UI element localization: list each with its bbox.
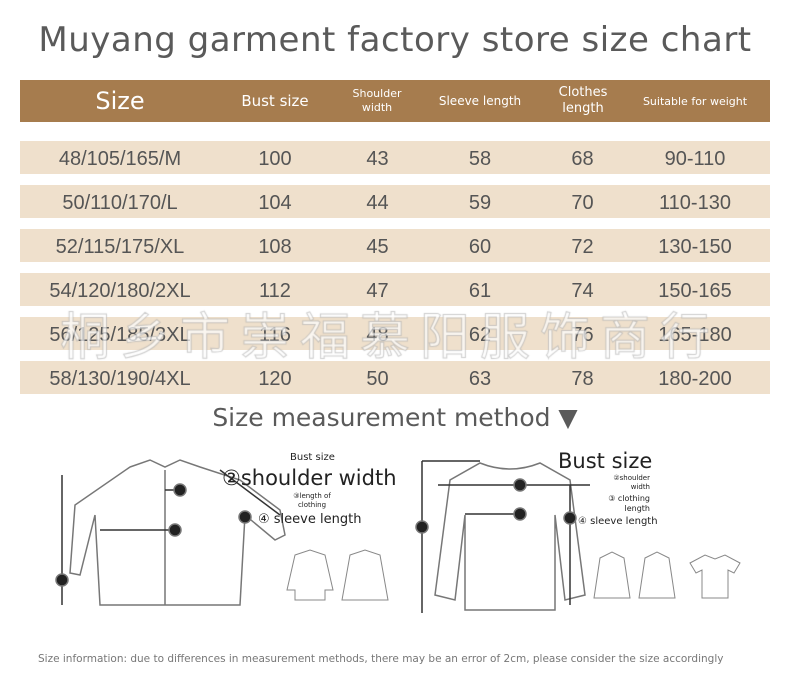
right-shoulder-label: ②shoulder width: [613, 474, 650, 491]
table-cell: 50/110/170/L: [62, 191, 178, 214]
header-sleeve: Sleeve length: [438, 94, 522, 108]
left-shoulder-label: ②shoulder width: [222, 466, 397, 490]
table-cell: 43: [366, 147, 389, 170]
shirt-diagram: [55, 459, 286, 606]
table-cell: 48/105/165/M: [58, 147, 182, 170]
sweater-diagram: [415, 460, 590, 613]
table-row: 58/130/190/4XL 120 50 63 78 180-200: [20, 361, 770, 394]
header-shoulder: Shoulder width: [352, 87, 402, 114]
left-bust-label: Bust size: [290, 452, 335, 463]
table-cell: 60: [468, 235, 492, 258]
table-cell: 100: [258, 147, 292, 170]
page-title: Muyang garment factory store size chart: [38, 20, 752, 60]
table-cell: 180-200: [658, 367, 732, 390]
table-cell: 45: [366, 235, 389, 258]
table-cell: 54/120/180/2XL: [49, 279, 191, 302]
table-cell: 78: [571, 367, 594, 390]
left-sleeve-label: ④ sleeve length: [258, 512, 362, 527]
measurement-title: Size measurement method ▼: [212, 403, 578, 432]
table-cell: 58: [468, 147, 492, 170]
table-row: 48/105/165/M 100 43 58 68 90-110: [20, 141, 770, 174]
table-cell: 150-165: [658, 279, 732, 302]
table-cell: 48: [366, 323, 389, 346]
table-header: Size Bust size Shoulder width Sleeve len…: [20, 80, 770, 122]
table-cell: 68: [571, 147, 594, 170]
right-sleeve-label: ④ sleeve length: [578, 516, 658, 527]
table-cell: 110-130: [659, 191, 731, 214]
table-cell: 63: [468, 367, 492, 390]
table-cell: 61: [468, 279, 492, 302]
right-bust-label: Bust size: [558, 449, 653, 473]
header-clothes-length: Clothes length: [558, 85, 608, 116]
table-cell: 116: [259, 323, 291, 346]
table-cell: 52/115/175/XL: [55, 235, 185, 258]
table-cell: 58/130/190/4XL: [49, 367, 191, 390]
header-bust: Bust size: [241, 92, 309, 110]
table-cell: 70: [571, 191, 594, 214]
table-row: 50/110/170/L 104 44 59 70 110-130: [20, 185, 770, 218]
table-cell: 130-150: [658, 235, 732, 258]
table-row: 54/120/180/2XL 112 47 61 74 150-165: [20, 273, 770, 306]
table-cell: 108: [258, 235, 292, 258]
table-cell: 120: [258, 367, 292, 390]
table-cell: 50: [366, 367, 389, 390]
jacket-icons: [286, 549, 389, 601]
table-cell: 104: [258, 191, 292, 214]
header-size: Size: [95, 87, 145, 115]
table-cell: 72: [571, 235, 594, 258]
table-cell: 44: [366, 191, 389, 214]
table-row: 56/125/185/3XL 116 48 62 76 165-180: [20, 317, 770, 350]
footer-note: Size information: due to differences in …: [38, 653, 724, 665]
table-row: 52/115/175/XL 108 45 60 72 130-150: [20, 229, 770, 262]
left-length-label: ③length of clothing: [293, 492, 331, 509]
table-cell: 90-110: [664, 147, 726, 170]
table-cell: 112: [259, 279, 291, 302]
table-cell: 76: [571, 323, 594, 346]
table-cell: 74: [571, 279, 594, 302]
header-weight: Suitable for weight: [642, 94, 748, 108]
table-cell: 59: [468, 191, 492, 214]
garment-icons: [593, 551, 741, 599]
table-cell: 56/125/185/3XL: [49, 323, 191, 346]
right-length-label: ③ clothing length: [608, 494, 650, 513]
table-cell: 47: [366, 279, 389, 302]
table-cell: 165-180: [658, 323, 732, 346]
table-cell: 62: [468, 323, 492, 346]
